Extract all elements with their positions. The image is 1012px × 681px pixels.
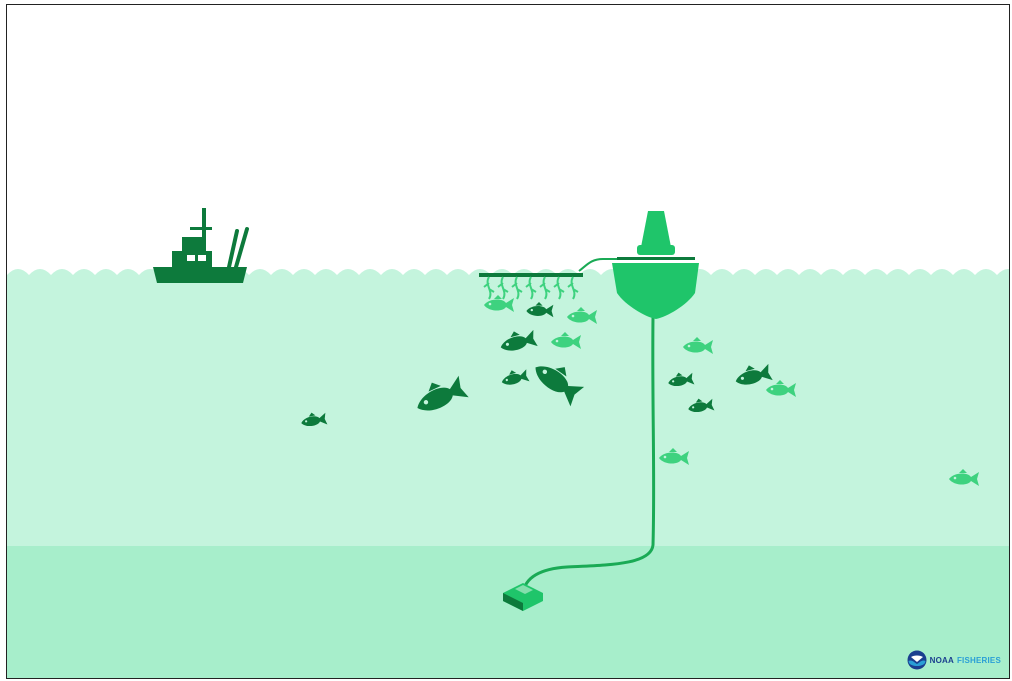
logo-word-fisheries: FISHERIES [957, 656, 1001, 665]
sky [7, 5, 1010, 275]
logo-word-noaa: NOAA [930, 656, 954, 665]
noaa-emblem-icon [907, 650, 927, 670]
ocean-scene [7, 5, 1010, 679]
deep-water [7, 546, 1010, 679]
